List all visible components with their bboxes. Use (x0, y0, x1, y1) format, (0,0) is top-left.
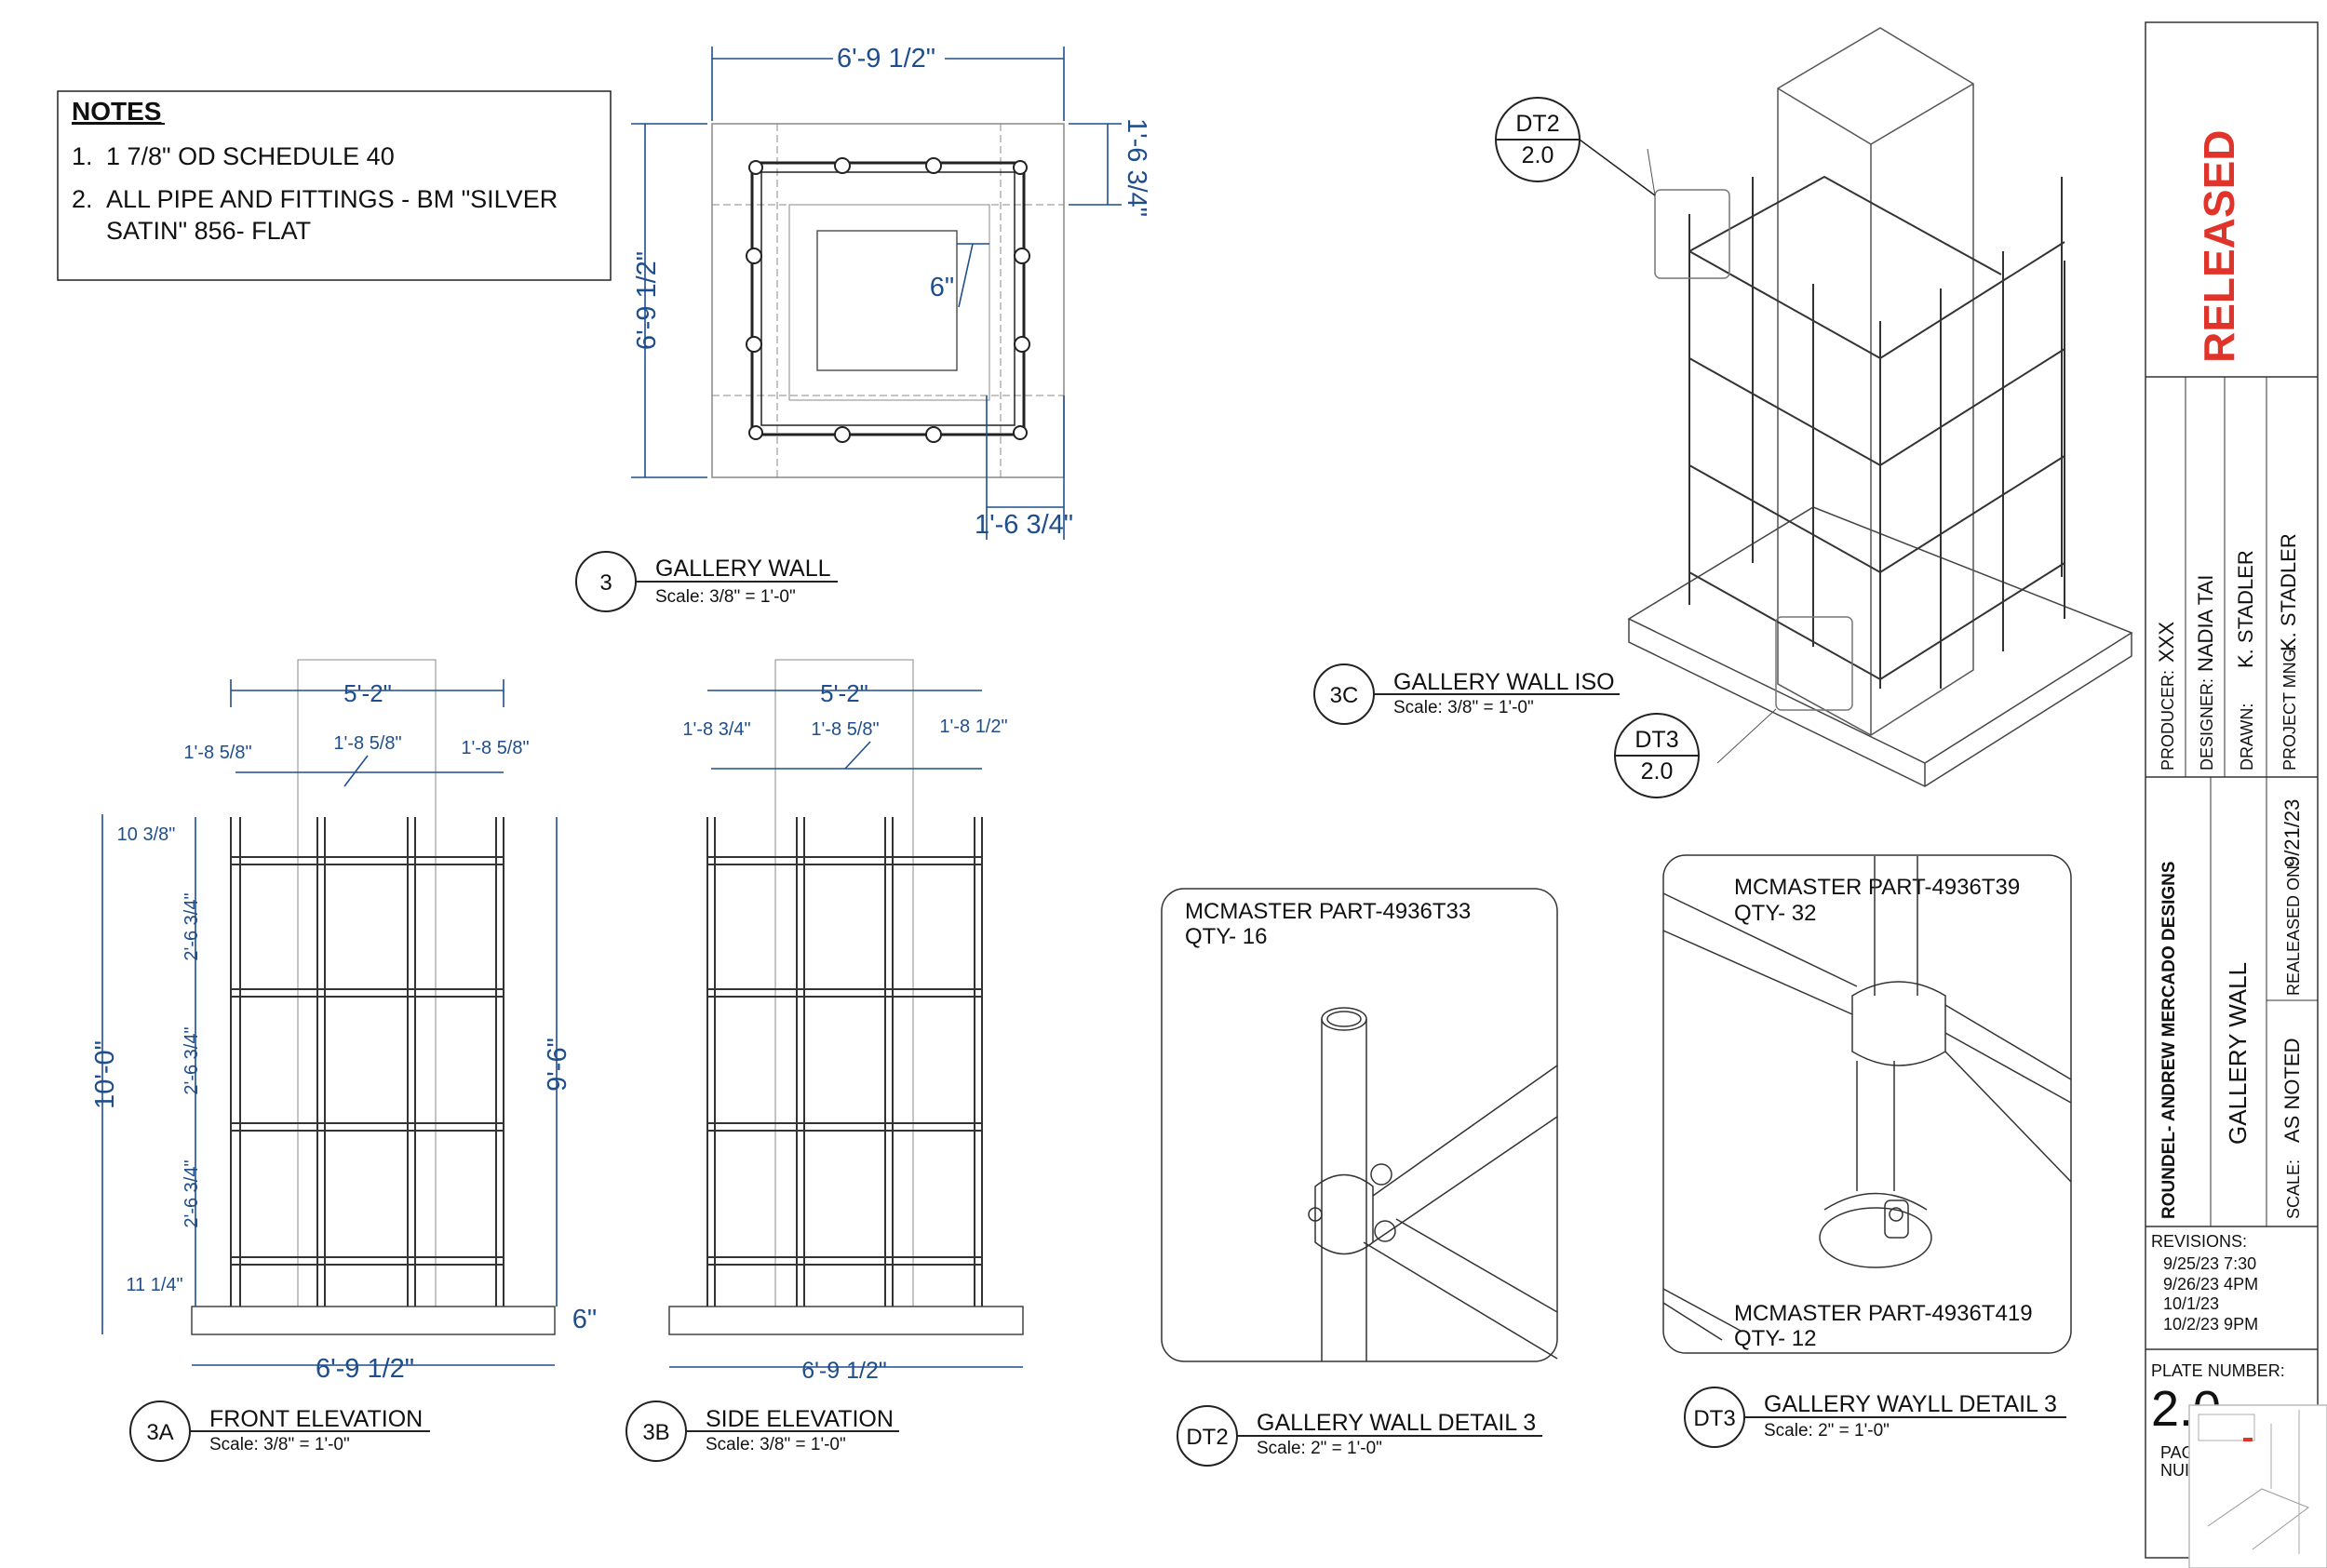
plan-dim-bottom: 1'-6 3/4" (975, 510, 1073, 540)
side-elevation: 5'-2" 1'-8 3/4" 1'-8 5/8" 1'-8 1/2" 6'-9… (668, 659, 1024, 1384)
scale-label: SCALE: (2284, 1159, 2303, 1219)
revision-1: 9/25/23 7:30 (2163, 1254, 2256, 1273)
view-label-3: 3 GALLERY WALL Scale: 3/8" = 1'-0" (575, 551, 838, 612)
view-dt3-title: GALLERY WAYLL DETAIL 3 (1764, 1391, 2057, 1417)
front-dim-seg-mid: 1'-8 5/8" (333, 733, 401, 754)
company-name: ROUNDEL- ANDREW MERCADO DESIGNS (2159, 861, 2179, 1219)
view-3b-tag: 3B (642, 1420, 669, 1445)
callout-dt2: DT2 2.0 (1495, 97, 1656, 196)
detail-dt2: MCMASTER PART-4936T33 QTY- 16 (1161, 888, 1558, 1362)
front-dim-seg-left: 1'-8 5/8" (183, 743, 251, 763)
front-dim-spacing-3: 2'-6 3/4" (182, 1159, 202, 1227)
title-block: RELEASED PRODUCER: XXX DESIGNER: NADIA T… (2145, 21, 2319, 1559)
plate-label: PLATE NUMBER: (2151, 1361, 2285, 1380)
plan-dim-top: 6'-9 1/2" (837, 44, 935, 74)
view-3b-title: SIDE ELEVATION (706, 1406, 894, 1432)
view-label-3b: 3B SIDE ELEVATION Scale: 3/8" = 1'-0" (625, 1400, 899, 1462)
front-dim-top: 5'-2" (343, 679, 392, 707)
view-dt2-scale: Scale: 2" = 1'-0" (1257, 1439, 1382, 1458)
note-1-num: 1. (72, 142, 93, 170)
callout-dt2-tag: DT2 (1515, 111, 1559, 137)
front-dim-height-right: 9'-6" (543, 1038, 572, 1092)
front-dim-spacing-2: 2'-6 3/4" (182, 1026, 202, 1094)
notes-heading: NOTES (72, 97, 161, 126)
callout-dt3-sheet: 2.0 (1641, 758, 1674, 784)
view-3c-tag: 3C (1330, 683, 1359, 708)
plan-dim-left: 6'-9 1/2" (632, 251, 662, 350)
drawn-value: K. STADLER (2234, 550, 2257, 668)
page-thumbnail[interactable] (2188, 1404, 2327, 1568)
designer-label: DESIGNER: (2198, 678, 2216, 771)
front-dim-offset-top: 10 3/8" (117, 824, 176, 845)
view-3-title: GALLERY WALL (655, 556, 831, 582)
view-3b-scale: Scale: 3/8" = 1'-0" (706, 1435, 846, 1454)
side-dim-seg-right: 1'-8 1/2" (939, 717, 1007, 737)
scale-value: AS NOTED (2280, 1039, 2304, 1143)
page-label-1: PAG (2160, 1443, 2195, 1462)
pm-label: PROJECT MNG: (2280, 644, 2299, 771)
view-dt3-tag: DT3 (1693, 1406, 1735, 1431)
front-dim-seg-right: 1'-8 5/8" (461, 738, 529, 758)
released-label: REALEASED ON: (2284, 861, 2303, 996)
view-3-tag: 3 (599, 570, 612, 596)
view-label-3c: 3C GALLERY WALL ISO Scale: 3/8" = 1'-0" (1313, 663, 1620, 725)
plan-view: 6'-9 1/2" 6'-9 1/2" 1'-6 3/4" 1'-6 3/4" … (631, 39, 1151, 540)
view-3-scale: Scale: 3/8" = 1'-0" (655, 587, 796, 607)
view-3a-title: FRONT ELEVATION (209, 1406, 423, 1432)
plan-dim-inner: 6" (930, 273, 954, 302)
revisions-label: REVISIONS: (2151, 1232, 2247, 1251)
plan-dim-right: 1'-6 3/4" (1122, 118, 1151, 217)
view-3a-scale: Scale: 3/8" = 1'-0" (209, 1435, 350, 1454)
front-dim-offset-bottom: 11 1/4" (126, 1275, 182, 1295)
pm-value: K. STADLER (2277, 533, 2300, 651)
side-dim-seg-mid: 1'-8 5/8" (811, 719, 879, 740)
view-3a-tag: 3A (146, 1420, 173, 1445)
dt3-part-2: MCMASTER PART-4936T419 (1734, 1301, 2033, 1326)
drawn-label: DRAWN: (2238, 704, 2256, 771)
view-dt2-tag: DT2 (1186, 1425, 1228, 1450)
designer-value: NADIA TAI (2194, 575, 2217, 672)
view-label-dt3: DT3 GALLERY WAYLL DETAIL 3 Scale: 2" = 1… (1684, 1387, 2066, 1448)
notes-box: NOTES 1. 1 7/8" OD SCHEDULE 40 2. ALL PI… (57, 90, 612, 281)
revision-4: 10/2/23 9PM (2163, 1315, 2258, 1333)
note-1-text: 1 7/8" OD SCHEDULE 40 (106, 142, 395, 170)
producer-label: PRODUCER: (2159, 670, 2177, 771)
side-dim-top: 5'-2" (820, 679, 868, 707)
side-dim-seg-left: 1'-8 3/4" (682, 719, 750, 740)
front-dim-spacing-1: 2'-6 3/4" (182, 892, 202, 960)
front-dim-width: 6'-9 1/2" (316, 1354, 414, 1384)
view-3c-scale: Scale: 3/8" = 1'-0" (1393, 698, 1534, 717)
note-2-num: 2. (72, 185, 93, 213)
note-2-line1: ALL PIPE AND FITTINGS - BM "SILVER (106, 185, 558, 213)
status-stamp: RELEASED (2195, 130, 2243, 363)
side-dim-width: 6'-9 1/2" (801, 1358, 886, 1384)
view-dt2-title: GALLERY WALL DETAIL 3 (1257, 1410, 1536, 1436)
note-2-line2: SATIN" 856- FLAT (106, 217, 311, 245)
dt3-part-1: MCMASTER PART-4936T39 (1734, 875, 2020, 900)
front-dim-base: 6" (572, 1305, 597, 1334)
view-label-dt2: DT2 GALLERY WALL DETAIL 3 Scale: 2" = 1'… (1177, 1405, 1542, 1467)
front-dim-height: 10'-0" (90, 1040, 120, 1109)
page-label-2: NUI (2160, 1461, 2189, 1480)
detail-dt3: MCMASTER PART-4936T39 QTY- 32 MCMASTER P… (1662, 854, 2072, 1354)
callout-dt2-sheet: 2.0 (1522, 142, 1554, 168)
iso-view (1627, 27, 2133, 787)
callout-dt3-tag: DT3 (1634, 727, 1678, 753)
callout-dt3: DT3 2.0 (1614, 713, 1700, 798)
project-name: GALLERY WALL (2224, 962, 2252, 1145)
dt3-qty-1: QTY- 32 (1734, 901, 1817, 926)
producer-value: XXX (2155, 622, 2178, 663)
revision-3: 10/1/23 (2163, 1294, 2219, 1313)
view-label-3a: 3A FRONT ELEVATION Scale: 3/8" = 1'-0" (129, 1400, 430, 1462)
revision-2: 9/26/23 4PM (2163, 1275, 2258, 1293)
front-elevation: 5'-2" 1'-8 5/8" 1'-8 5/8" 1'-8 5/8" 10 3… (90, 659, 597, 1384)
view-dt3-scale: Scale: 2" = 1'-0" (1764, 1421, 1890, 1441)
dt3-qty-2: QTY- 12 (1734, 1326, 1817, 1351)
dt2-qty: QTY- 16 (1185, 924, 1268, 949)
released-value: 9/21/23 (2280, 799, 2304, 867)
dt2-part: MCMASTER PART-4936T33 (1185, 899, 1471, 924)
view-3c-title: GALLERY WALL ISO (1393, 669, 1615, 695)
